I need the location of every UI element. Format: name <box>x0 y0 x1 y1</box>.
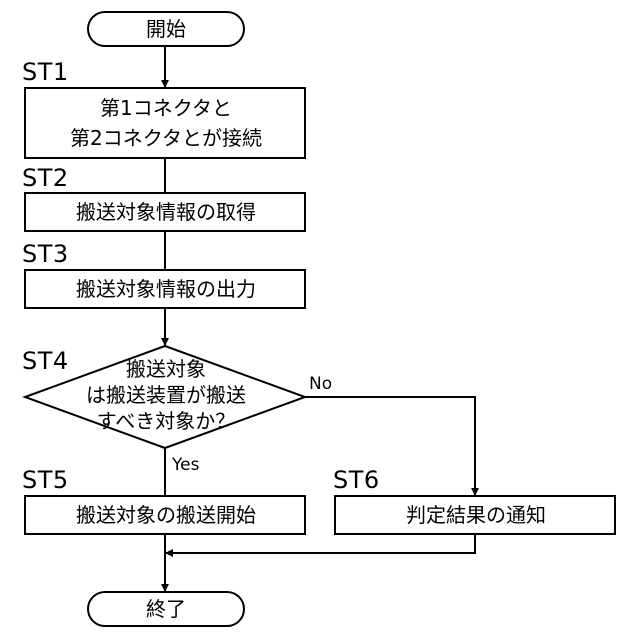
step-st1-line-2: 第2コネクタとが接続 <box>70 123 262 153</box>
step-st3-id: ST3 <box>22 240 69 268</box>
step-st2-id: ST2 <box>22 164 69 192</box>
step-st4-line-3: すべき対象か？ <box>97 408 236 434</box>
step-st4-line-1: 搬送対象 <box>126 356 206 382</box>
step-st5-id: ST5 <box>22 466 69 494</box>
step-st6-label: 判定結果の通知 <box>406 500 546 530</box>
step-st1-line-1: 第1コネクタと <box>100 93 232 123</box>
step-st3-label: 搬送対象情報の出力 <box>76 274 256 304</box>
step-st6-id: ST6 <box>333 466 380 494</box>
start-label: 開始 <box>146 14 186 44</box>
step-st2-label: 搬送対象情報の取得 <box>76 197 256 227</box>
connector-st6-merge <box>165 534 475 553</box>
step-st1-id: ST1 <box>22 58 69 86</box>
step-st4-line-2: は搬送装置が搬送 <box>86 382 246 408</box>
step-st4-id: ST4 <box>22 347 69 375</box>
step-st5-label: 搬送対象の搬送開始 <box>76 500 256 530</box>
end-label: 終了 <box>146 594 186 624</box>
branch-no-label: No <box>309 374 332 394</box>
branch-yes-label: Yes <box>172 455 199 475</box>
connector-st4-st6 <box>305 397 475 496</box>
